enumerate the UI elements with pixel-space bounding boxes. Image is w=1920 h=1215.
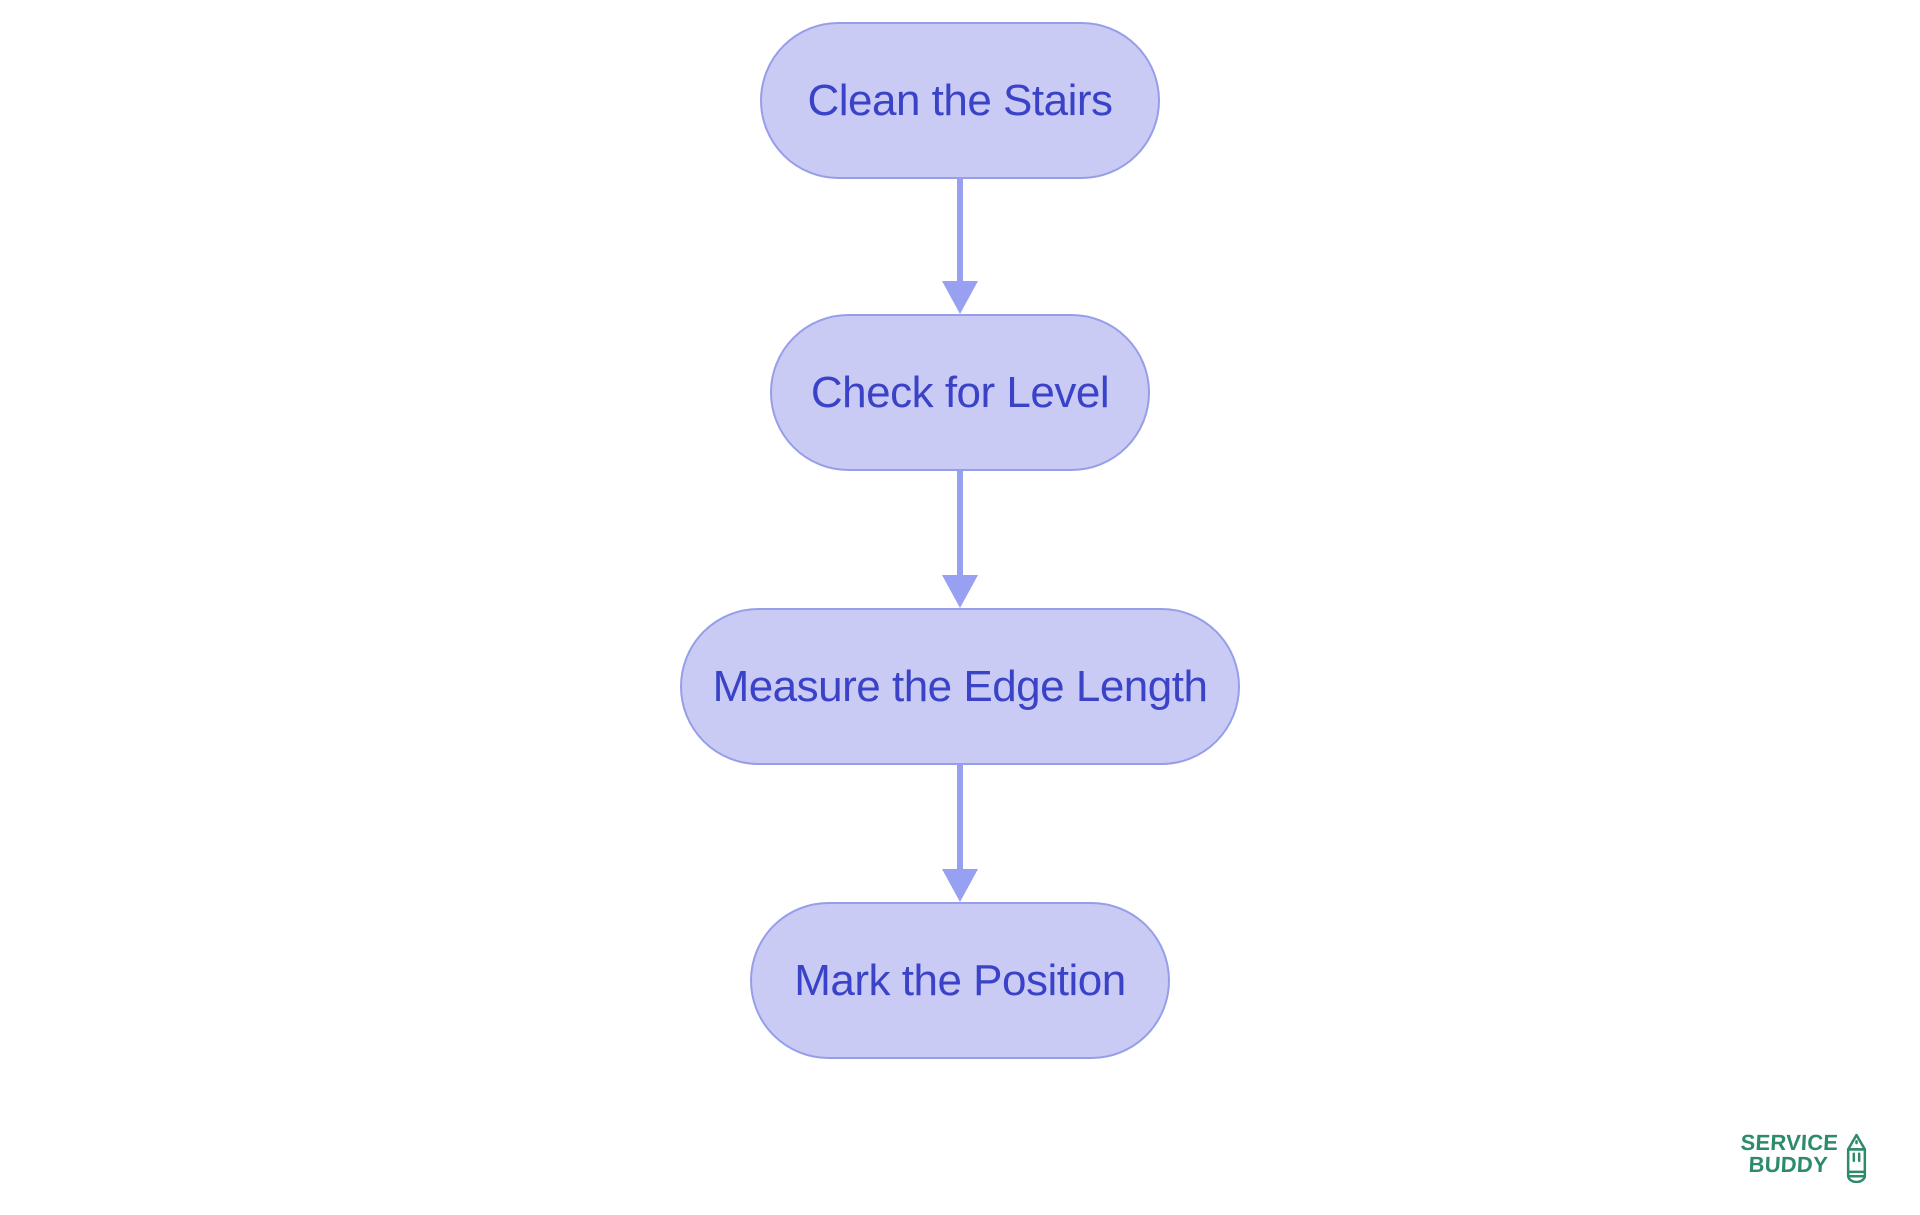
flow-node-clean-the-stairs: Clean the Stairs bbox=[760, 22, 1160, 179]
logo-line-2: BUDDY bbox=[1748, 1152, 1829, 1177]
flow-node-check-for-level: Check for Level bbox=[770, 314, 1150, 471]
arrow-stem bbox=[957, 765, 963, 869]
node-label: Check for Level bbox=[810, 367, 1110, 417]
flow-arrow-3-to-4 bbox=[942, 765, 978, 902]
arrow-stem bbox=[957, 471, 963, 575]
arrowhead-down-icon bbox=[942, 281, 978, 314]
node-label: Mark the Position bbox=[794, 955, 1126, 1005]
logo-line-1: SERVICE bbox=[1740, 1130, 1840, 1155]
node-label: Measure the Edge Length bbox=[712, 661, 1208, 711]
arrowhead-down-icon bbox=[942, 575, 978, 608]
arrowhead-down-icon bbox=[942, 869, 978, 902]
pencil-icon bbox=[1846, 1133, 1867, 1183]
service-buddy-logo: SERVICE BUDDY bbox=[1739, 1130, 1868, 1183]
flow-arrow-1-to-2 bbox=[942, 179, 978, 314]
arrow-stem bbox=[957, 179, 963, 281]
flow-arrow-2-to-3 bbox=[942, 471, 978, 608]
logo-wordmark: SERVICE BUDDY bbox=[1739, 1130, 1840, 1177]
flow-node-mark-the-position: Mark the Position bbox=[750, 902, 1170, 1059]
flow-node-measure-edge-length: Measure the Edge Length bbox=[680, 608, 1240, 765]
node-label: Clean the Stairs bbox=[807, 75, 1113, 125]
